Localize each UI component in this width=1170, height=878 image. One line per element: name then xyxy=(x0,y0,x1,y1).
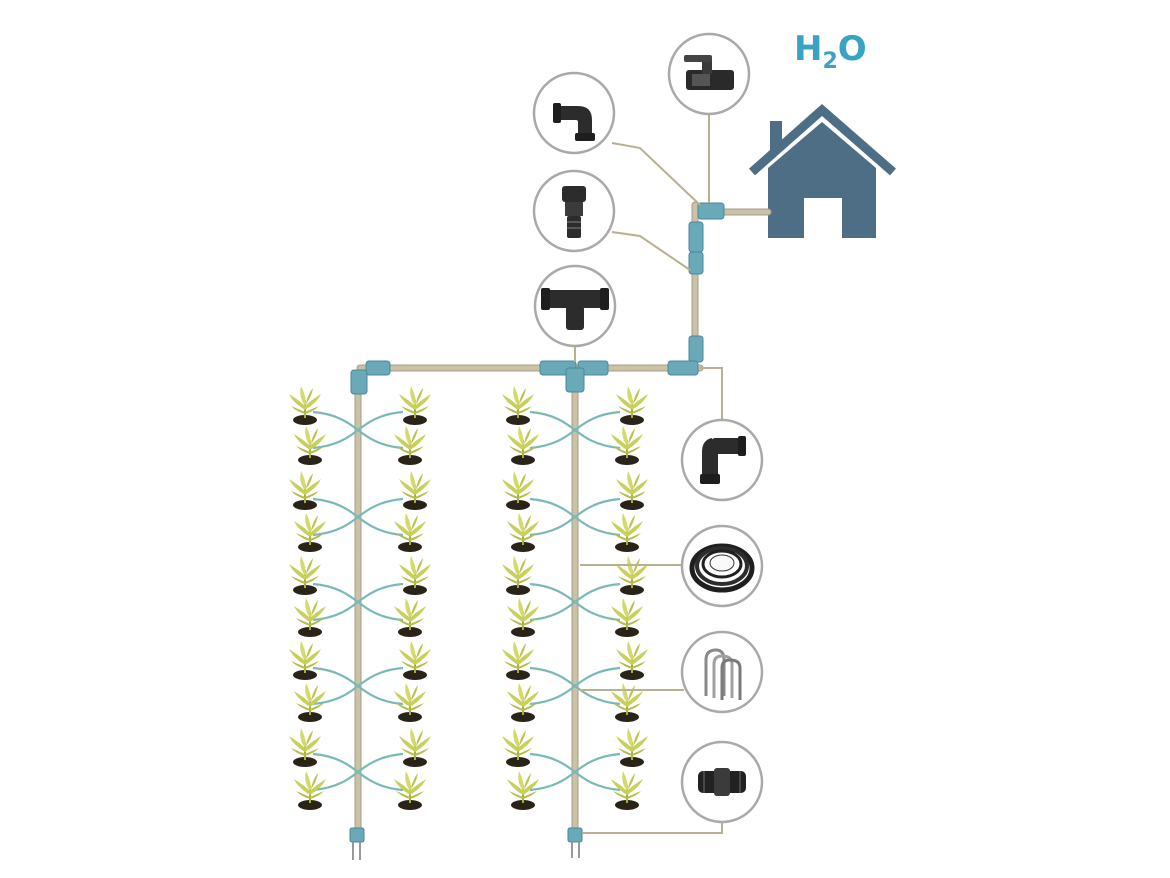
staple-pegs-icon xyxy=(704,648,742,700)
elbow-fitting-badge xyxy=(532,71,616,155)
supply-pipe xyxy=(354,201,772,842)
plant-icon xyxy=(615,470,649,511)
plant-icon xyxy=(506,425,540,466)
plant-icon xyxy=(615,727,649,768)
plant-icon xyxy=(501,385,535,426)
plant-icon xyxy=(506,512,540,553)
plant-icon xyxy=(615,555,649,596)
ball-valve-badge xyxy=(667,32,751,116)
plant-icon xyxy=(398,727,432,768)
hose-adapter-icon xyxy=(562,186,586,238)
elbow-connector-icon xyxy=(700,436,746,484)
end-plug-icon xyxy=(698,768,746,796)
water-label: H2O xyxy=(794,29,867,74)
plant-icon xyxy=(398,385,432,426)
plant-icon xyxy=(393,512,427,553)
house-icon xyxy=(749,104,896,238)
plant-icon xyxy=(501,727,535,768)
svg-text:H2O: H2O xyxy=(794,29,867,74)
plant-icon xyxy=(288,555,322,596)
plant-icon xyxy=(501,640,535,681)
ball-valve-icon xyxy=(684,55,734,90)
hose-adapter-badge xyxy=(532,169,616,253)
elbow-fitting-icon xyxy=(553,103,595,141)
coiled-hose-badge xyxy=(680,524,764,608)
plant-icon xyxy=(615,385,649,426)
end-plug-badge xyxy=(680,740,764,824)
plant-icon xyxy=(615,640,649,681)
plant-icon xyxy=(610,512,644,553)
water-label-sub: 2 xyxy=(822,49,837,74)
elbow-connector-badge xyxy=(680,418,764,502)
plant-icon xyxy=(293,512,327,553)
water-label-end: O xyxy=(838,29,867,69)
plant-icon xyxy=(506,597,540,638)
plant-icon xyxy=(393,425,427,466)
plant-icon xyxy=(398,555,432,596)
plant-icon xyxy=(610,597,644,638)
plant-icon xyxy=(288,385,322,426)
coiled-hose-icon xyxy=(689,543,755,593)
plant-icon xyxy=(288,470,322,511)
plant-icon xyxy=(610,425,644,466)
plant-icon xyxy=(501,470,535,511)
plant-icon xyxy=(393,597,427,638)
plant-icon xyxy=(293,597,327,638)
water-label-main: H xyxy=(794,29,822,69)
staple-pegs-badge xyxy=(680,630,764,714)
plant-icon xyxy=(293,770,327,811)
plant-icon xyxy=(288,727,322,768)
plant-icon xyxy=(501,555,535,596)
leader-lines xyxy=(574,115,723,834)
tee-fitting-badge xyxy=(533,264,617,348)
plant-icon xyxy=(398,640,432,681)
plant-icon xyxy=(288,640,322,681)
plant-icon xyxy=(398,470,432,511)
plant-icon xyxy=(293,425,327,466)
pipe-fittings xyxy=(349,202,725,860)
tee-fitting-icon xyxy=(541,288,609,330)
